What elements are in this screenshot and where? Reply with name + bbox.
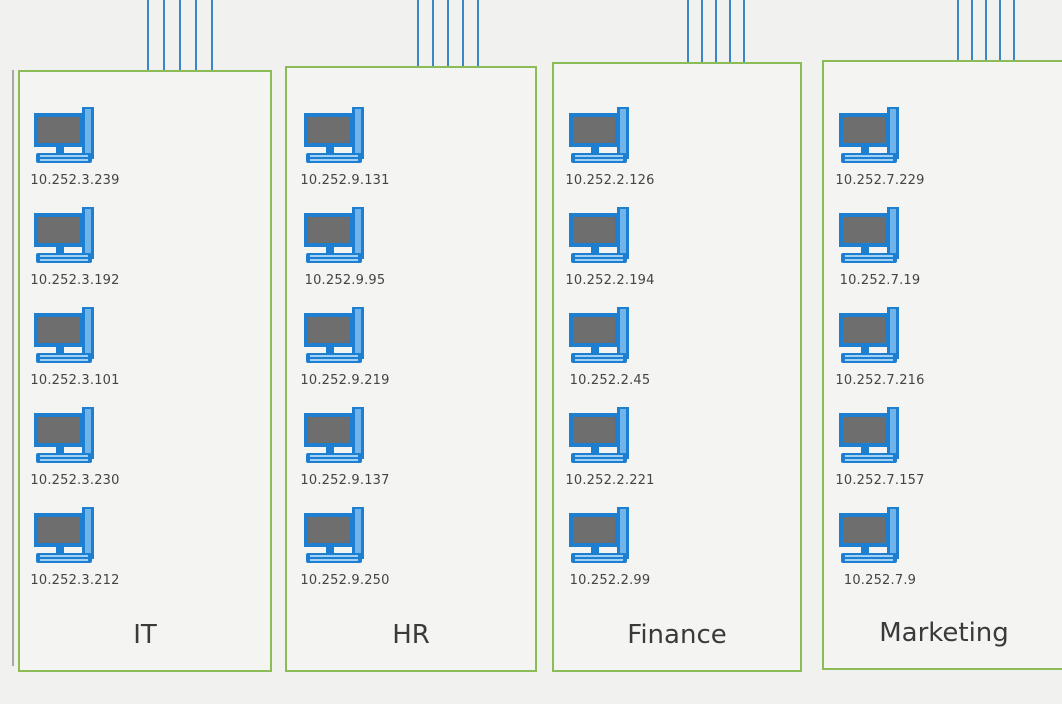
ip-address-label: 10.252.7.216 xyxy=(835,373,925,388)
ip-address-label: 10.252.3.239 xyxy=(30,173,120,188)
ip-address-label: 10.252.3.230 xyxy=(30,473,120,488)
host: 10.252.3.239 xyxy=(10,105,160,195)
desktop-computer-icon xyxy=(300,205,380,269)
desktop-computer-icon xyxy=(835,305,915,369)
ip-address-label: 10.252.9.95 xyxy=(304,273,386,288)
host: 10.252.7.19 xyxy=(815,205,965,295)
host: 10.252.2.99 xyxy=(545,505,695,595)
ip-address-label: 10.252.3.192 xyxy=(30,273,120,288)
desktop-computer-icon xyxy=(30,305,110,369)
desktop-computer-icon xyxy=(835,505,915,569)
host: 10.252.9.219 xyxy=(280,305,430,395)
department-label: Marketing xyxy=(879,618,1009,648)
host: 10.252.9.131 xyxy=(280,105,430,195)
ip-address-label: 10.252.3.212 xyxy=(30,573,120,588)
ip-address-label: 10.252.7.157 xyxy=(835,473,925,488)
host: 10.252.2.126 xyxy=(545,105,695,195)
ip-address-label: 10.252.2.221 xyxy=(565,473,655,488)
host: 10.252.7.157 xyxy=(815,405,965,495)
host: 10.252.9.250 xyxy=(280,505,430,595)
host: 10.252.3.192 xyxy=(10,205,160,295)
desktop-computer-icon xyxy=(835,105,915,169)
department-label: IT xyxy=(133,620,157,650)
desktop-computer-icon xyxy=(30,505,110,569)
ip-address-label: 10.252.2.126 xyxy=(565,173,655,188)
host: 10.252.2.221 xyxy=(545,405,695,495)
ip-address-label: 10.252.7.9 xyxy=(843,573,917,588)
desktop-computer-icon xyxy=(30,105,110,169)
host: 10.252.9.95 xyxy=(280,205,430,295)
ip-address-label: 10.252.9.219 xyxy=(300,373,390,388)
host: 10.252.9.137 xyxy=(280,405,430,495)
department-label: Finance xyxy=(627,620,727,650)
ip-address-label: 10.252.7.19 xyxy=(839,273,921,288)
department-group: HR xyxy=(285,66,537,672)
desktop-computer-icon xyxy=(300,305,380,369)
department-group: Finance xyxy=(552,62,802,672)
host: 10.252.7.9 xyxy=(815,505,965,595)
ip-address-label: 10.252.9.137 xyxy=(300,473,390,488)
desktop-computer-icon xyxy=(565,305,645,369)
host: 10.252.2.45 xyxy=(545,305,695,395)
host: 10.252.7.229 xyxy=(815,105,965,195)
ip-address-label: 10.252.3.101 xyxy=(30,373,120,388)
host: 10.252.3.230 xyxy=(10,405,160,495)
desktop-computer-icon xyxy=(835,405,915,469)
desktop-computer-icon xyxy=(565,505,645,569)
desktop-computer-icon xyxy=(30,405,110,469)
department-group: IT xyxy=(18,70,272,672)
ip-address-label: 10.252.2.99 xyxy=(569,573,651,588)
partial-group-box-left xyxy=(0,70,14,666)
department-label: HR xyxy=(392,620,430,650)
desktop-computer-icon xyxy=(565,105,645,169)
ip-address-label: 10.252.7.229 xyxy=(835,173,925,188)
ip-address-label: 10.252.9.250 xyxy=(300,573,390,588)
host: 10.252.2.194 xyxy=(545,205,695,295)
desktop-computer-icon xyxy=(30,205,110,269)
desktop-computer-icon xyxy=(565,205,645,269)
ip-address-label: 10.252.2.45 xyxy=(569,373,651,388)
host: 10.252.3.212 xyxy=(10,505,160,595)
ip-address-label: 10.252.9.131 xyxy=(300,173,390,188)
desktop-computer-icon xyxy=(565,405,645,469)
desktop-computer-icon xyxy=(300,505,380,569)
ip-address-label: 10.252.2.194 xyxy=(565,273,655,288)
host: 10.252.3.101 xyxy=(10,305,160,395)
host: 10.252.7.216 xyxy=(815,305,965,395)
desktop-computer-icon xyxy=(835,205,915,269)
desktop-computer-icon xyxy=(300,405,380,469)
desktop-computer-icon xyxy=(300,105,380,169)
